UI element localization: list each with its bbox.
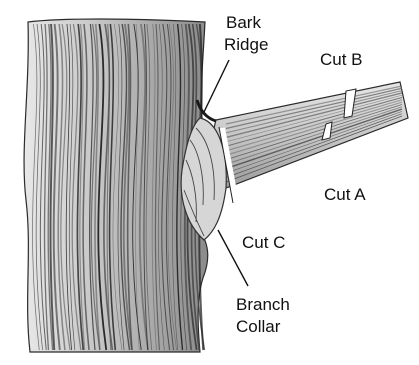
cut-a-label: Cut A	[324, 185, 366, 204]
bark-ridge-label-line2: Ridge	[224, 35, 268, 54]
branch-collar-label-line2: Collar	[236, 317, 281, 336]
tree-branch	[213, 82, 408, 188]
cut-c-label: Cut C	[242, 233, 285, 252]
cut-b-label: Cut B	[320, 50, 363, 69]
bark-ridge-leader	[204, 60, 229, 112]
bark-ridge-label-line1: Bark	[226, 13, 261, 32]
branch-collar-label-line1: Branch	[236, 295, 290, 314]
